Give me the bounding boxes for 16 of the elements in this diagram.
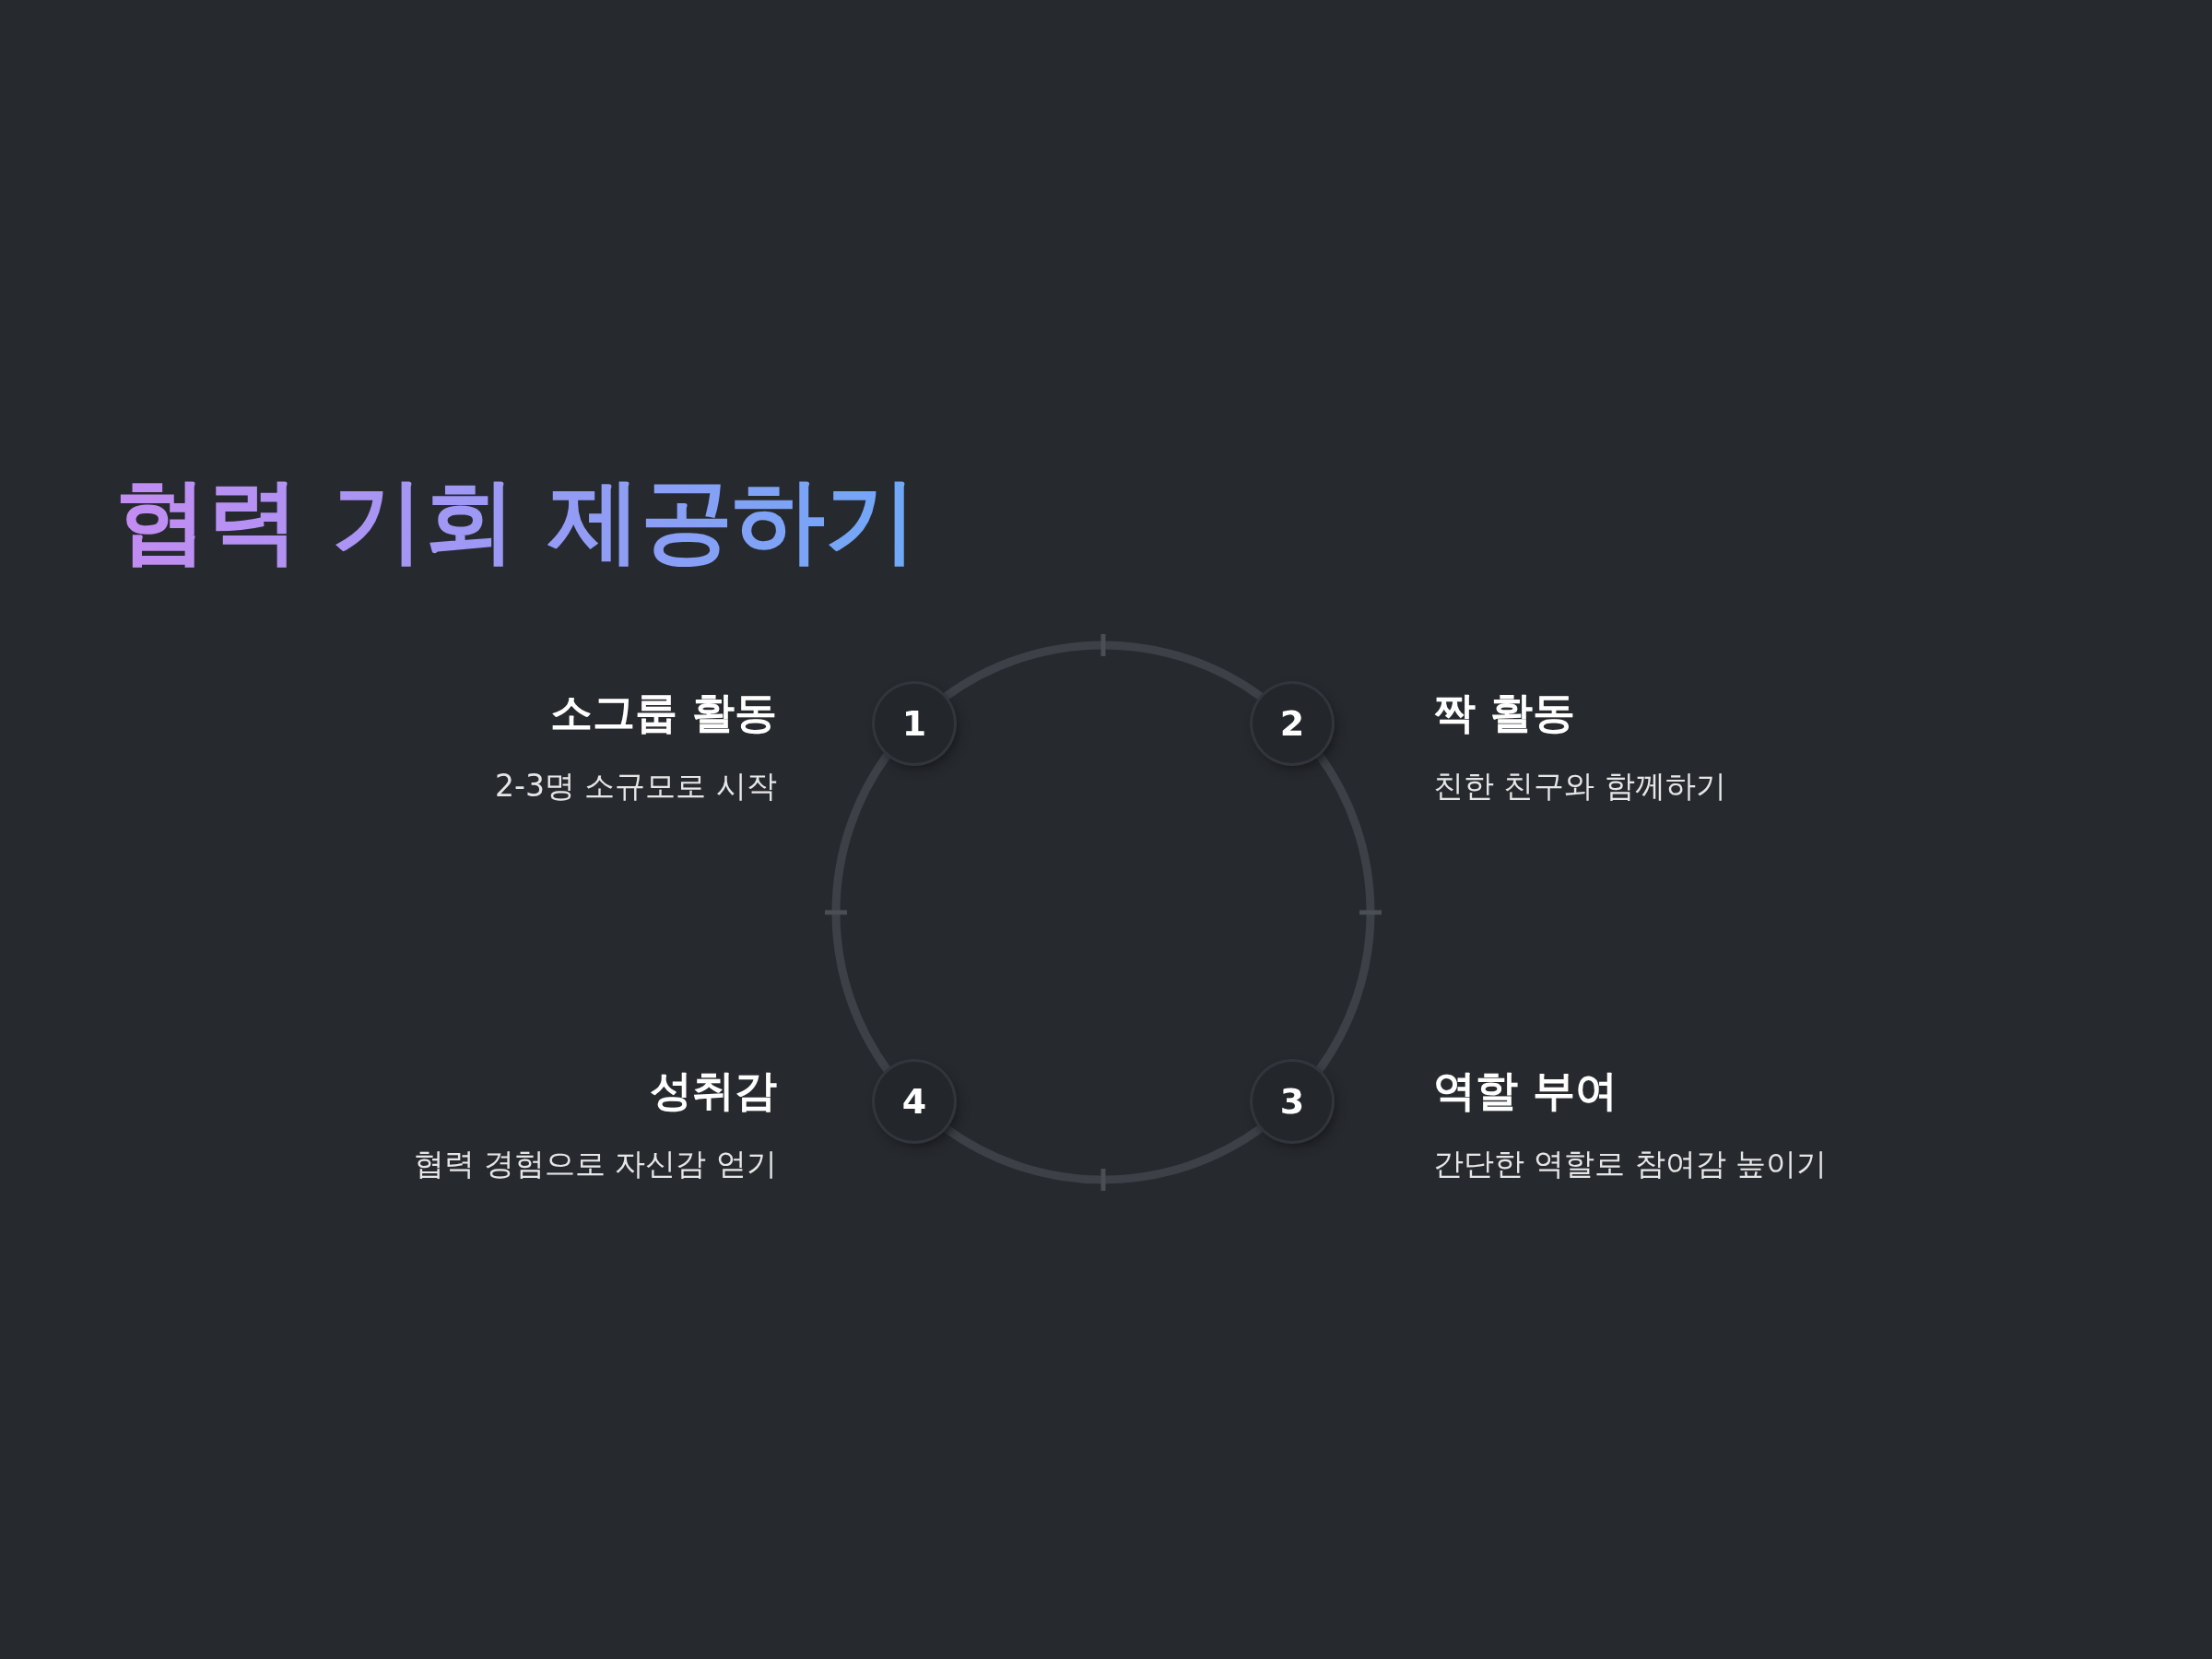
number-circle: 3 [1253,1062,1333,1142]
step-description: 협력 경험으로 자신감 얻기 [413,1145,777,1184]
step-heading: 성취감 [650,1065,777,1118]
step-heading: 짝 활동 [1433,686,1575,739]
step-heading: 소그룹 활동 [550,686,777,739]
ring-arc [942,641,1265,701]
step-description: 간단한 역할로 참여감 높이기 [1433,1145,1828,1184]
number-circle: 4 [874,1062,954,1142]
ring-arc [1314,751,1375,1074]
number-circle: 2 [1253,683,1333,763]
step-heading: 역할 부여 [1433,1065,1618,1118]
number-circle: 1 [874,683,954,763]
step-description: 2-3명 소규모로 시작 [495,766,777,806]
step-description: 친한 친구와 함께하기 [1433,766,1726,806]
ring-arc [942,1124,1265,1184]
ring-arc [831,751,892,1074]
